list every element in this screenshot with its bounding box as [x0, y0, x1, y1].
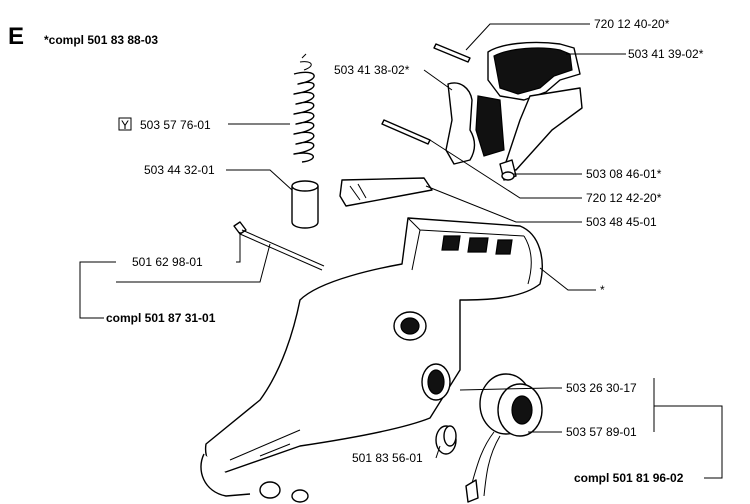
label-bushing: 503 44 32-01 [144, 163, 215, 177]
pin-top-drawing [433, 43, 471, 63]
label-sleeve: 503 08 46-01* [586, 167, 662, 181]
section-letter: E [8, 23, 24, 50]
label-housing: * [600, 283, 605, 297]
screw-drawing [233, 221, 325, 271]
bushing-drawing [291, 180, 319, 229]
assembly-note: *compl 501 83 88-03 [44, 33, 158, 47]
label-spring: 503 57 76-01 [140, 118, 211, 132]
label-handle: 503 41 39-02* [628, 47, 704, 61]
contact-drawing [465, 431, 501, 503]
trigger-drawing [445, 82, 505, 165]
cover-drawing [479, 373, 543, 437]
pin-mid-drawing [381, 119, 431, 145]
label-screw-group: compl 501 87 31-01 [106, 311, 216, 325]
label-bottom-group: compl 501 81 96-02 [574, 471, 684, 485]
sleeve-drawing [499, 159, 517, 181]
label-screw: 501 62 98-01 [132, 255, 203, 269]
spring-marker-box [118, 117, 132, 131]
label-throttle-lock: 503 48 45-01 [586, 215, 657, 229]
label-cover: 503 26 30-17 [566, 381, 637, 395]
label-pin-mid: 720 12 42-20* [586, 191, 662, 205]
label-pin-top: 720 12 40-20* [594, 17, 670, 31]
handle-drawing [487, 41, 583, 171]
label-contact: 503 57 89-01 [566, 425, 637, 439]
spring-drawing [293, 53, 315, 163]
housing-drawing [200, 217, 543, 503]
throttle-lock-drawing [339, 177, 433, 207]
spring-marker: Y [121, 118, 129, 132]
label-plug: 501 83 56-01 [352, 451, 423, 465]
plug-drawing [435, 425, 457, 455]
label-trigger: 503 41 38-02* [334, 63, 410, 77]
